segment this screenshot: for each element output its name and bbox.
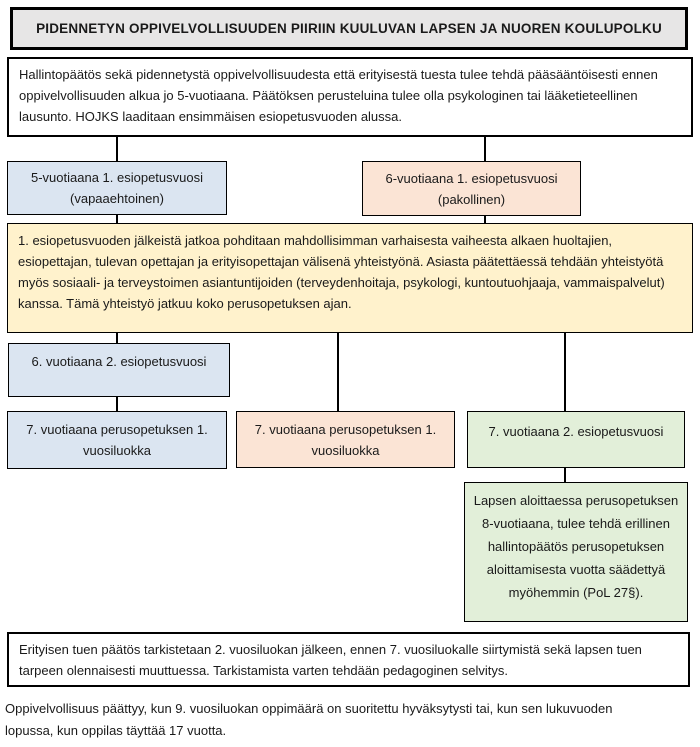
grade1-blue-box: 7. vuotiaana perusopetuksen 1. vuosiluok…	[7, 411, 227, 469]
intro-box: Hallintopäätös sekä pidennetystä oppivel…	[7, 57, 693, 137]
connector-line	[116, 332, 118, 344]
connector-line	[564, 332, 566, 411]
connector-line	[116, 136, 118, 162]
grade1-pink-box: 7. vuotiaana perusopetuksen 1. vuosiluok…	[236, 411, 455, 468]
page-title: PIDENNETYN OPPIVELVOLLISUUDEN PIIRIIN KU…	[10, 7, 688, 50]
connector-line	[337, 332, 339, 411]
preschool-age6-box: 6-vuotiaana 1. esiopetusvuosi (pakolline…	[362, 161, 581, 216]
connector-line	[564, 467, 566, 483]
late-start-box: Lapsen aloittaessa perusopetuksen 8-vuot…	[464, 482, 688, 622]
second-preschool-year-box: 6. vuotiaana 2. esiopetusvuosi	[8, 343, 230, 397]
preschool-age5-box: 5-vuotiaana 1. esiopetusvuosi (vapaaehto…	[7, 161, 227, 215]
review-box: Erityisen tuen päätös tarkistetaan 2. vu…	[7, 632, 690, 687]
connector-line	[484, 215, 486, 224]
footer-note: Oppivelvollisuus päättyy, kun 9. vuosilu…	[5, 701, 613, 738]
preschool-age7-box: 7. vuotiaana 2. esiopetusvuosi	[467, 411, 685, 468]
connector-line	[116, 214, 118, 224]
connector-line	[116, 396, 118, 412]
connector-line	[484, 136, 486, 162]
cooperation-box: 1. esiopetusvuoden jälkeistä jatkoa pohd…	[7, 223, 693, 333]
